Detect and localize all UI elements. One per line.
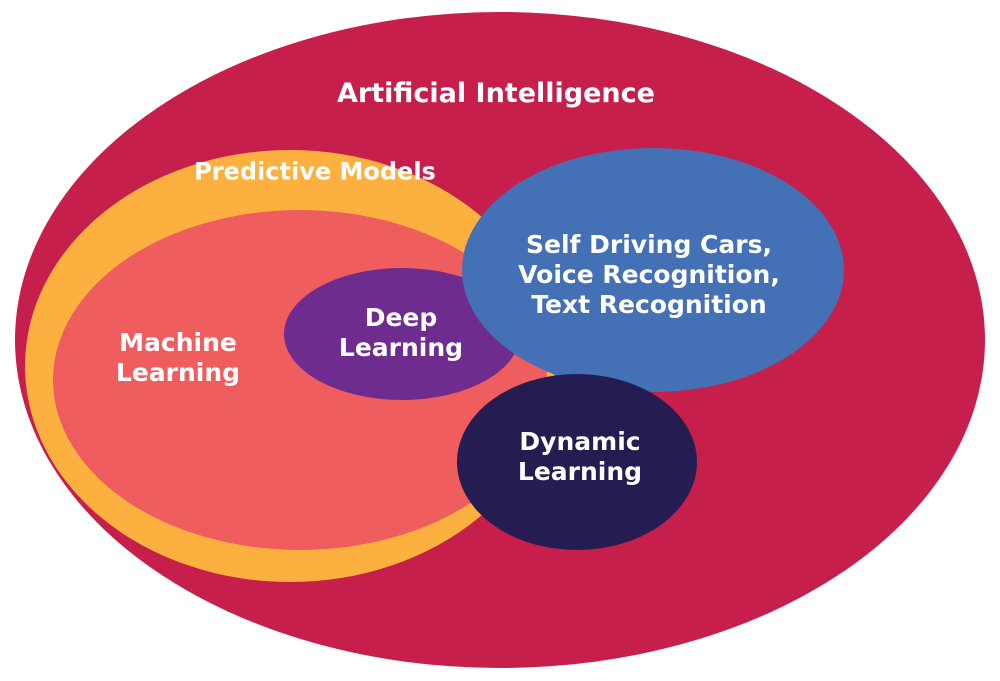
deep-learning-label-line: Deep <box>364 303 438 332</box>
deep-learning-label-line: Learning <box>338 333 464 362</box>
artificial-intelligence-label: Artificial Intelligence <box>337 77 655 109</box>
predictive-models-label: Predictive Models <box>194 157 436 186</box>
deep-learning-region <box>284 268 520 400</box>
applications-label: Self Driving Cars, Voice Recognition, Te… <box>518 230 780 320</box>
dynamic-learning-label-line: Dynamic <box>519 427 641 456</box>
deep-learning-label: Deep Learning <box>339 303 463 363</box>
applications-region <box>462 148 844 392</box>
applications-label-line: Self Driving Cars, <box>526 230 772 259</box>
dynamic-learning-label-line: Learning <box>517 457 643 486</box>
machine-learning-label-line: Learning <box>115 358 241 387</box>
applications-label-line: Voice Recognition, <box>518 260 780 289</box>
applications-label-line: Text Recognition <box>531 290 767 319</box>
machine-learning-label: Machine Learning <box>116 328 240 388</box>
machine-learning-label-line: Machine <box>119 328 237 357</box>
dynamic-learning-region <box>457 374 697 550</box>
dynamic-learning-label: Dynamic Learning <box>518 427 642 487</box>
